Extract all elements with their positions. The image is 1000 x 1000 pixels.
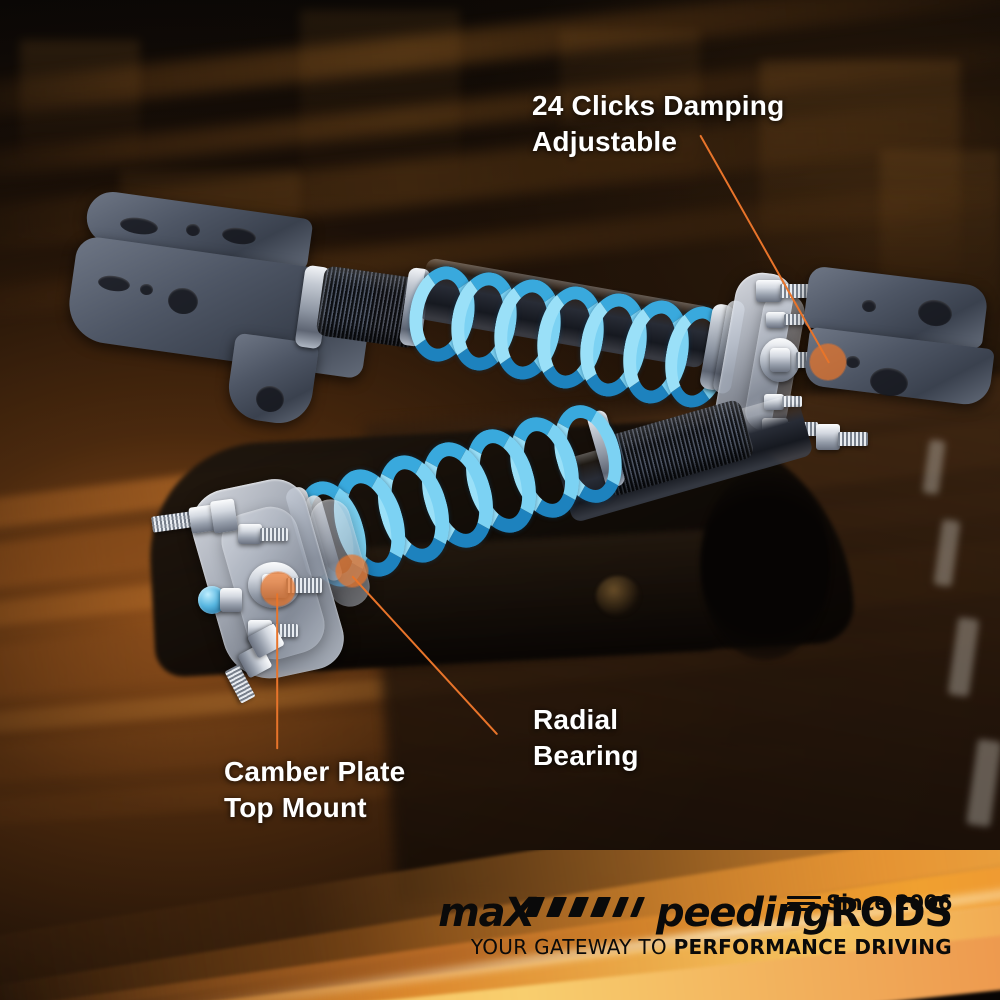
checkered-flag-icon (523, 897, 656, 919)
camber-stud-nut (756, 280, 782, 302)
leader-dot-damping (810, 344, 846, 380)
mounting-stud-thread (151, 511, 193, 533)
leader-dot-camber-plate (261, 572, 295, 606)
callout-damping-label: 24 Clicks Damping Adjustable (532, 90, 785, 157)
logo-wordmark-row: ma X peeding RODS Since 2006 (438, 890, 953, 936)
tagline-plain: YOUR GATEWAY TO (470, 935, 674, 959)
leader-line-camber-plate (275, 593, 279, 750)
logo-text-ma: ma (438, 890, 505, 936)
brand-tagline: YOUR GATEWAY TO PERFORMANCE DRIVING (471, 936, 952, 958)
hub-nut (770, 348, 790, 372)
building-blur (760, 60, 960, 280)
since-badge: Since 2006 (787, 891, 952, 915)
callout-radial-bearing-label: Radial Bearing (533, 704, 639, 771)
camber-stud-nut (816, 424, 840, 450)
speed-lines-icon (787, 895, 822, 911)
brand-logo: ma X peeding RODS Since 2006 (438, 890, 953, 958)
building-blur (300, 10, 460, 190)
fog-lamp (596, 576, 640, 616)
camber-stud-nut (238, 524, 262, 544)
car-wheel (700, 470, 830, 660)
camber-stud-thread (838, 432, 868, 446)
since-text: Since 2006 (826, 891, 952, 915)
building-blur (20, 40, 140, 160)
logo-text-peeding: peeding (656, 890, 831, 936)
building-blur (560, 30, 700, 190)
callout-camber-plate-label: Camber Plate Top Mount (224, 756, 406, 823)
mounting-stud-base (209, 498, 239, 534)
knob-collar (220, 588, 242, 612)
adjuster-thread (784, 314, 804, 325)
damping-adjuster-stem (286, 578, 322, 593)
tagline-bold: PERFORMANCE DRIVING (673, 935, 952, 959)
logo-text-rods: RODS (829, 890, 953, 936)
adjuster-nut (766, 312, 786, 328)
leader-dot-radial-bearing (336, 555, 368, 587)
footer-brand-bar: ma X peeding RODS Since 2006 (0, 850, 1000, 1000)
camber-stud-thread (260, 528, 288, 541)
